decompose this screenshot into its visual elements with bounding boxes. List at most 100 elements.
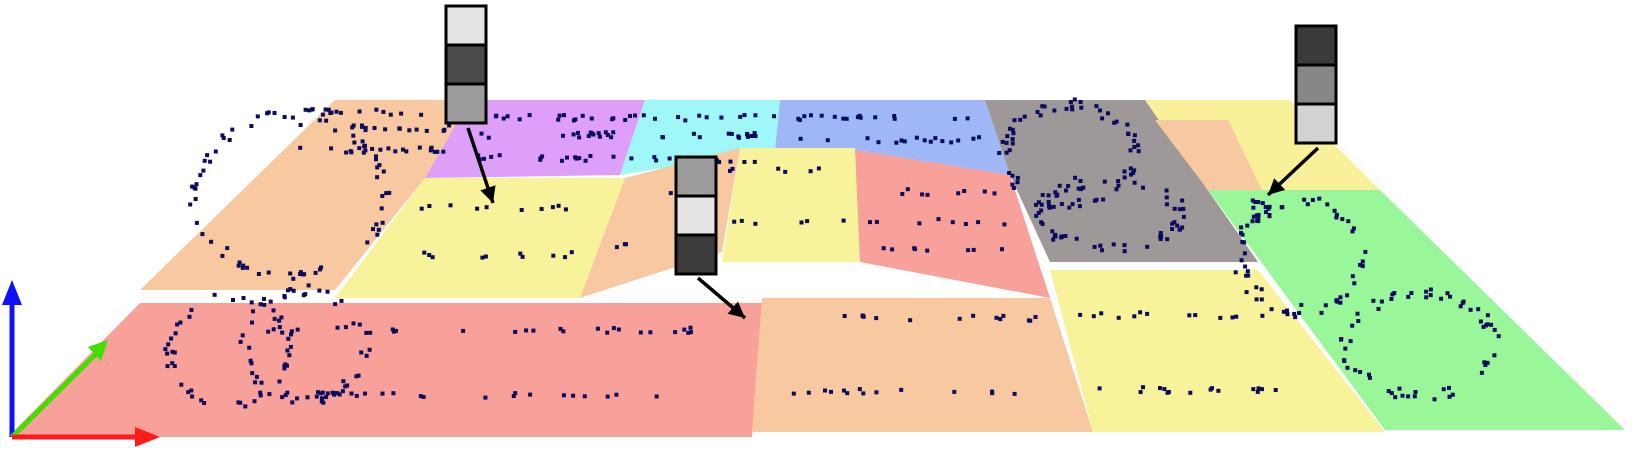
point	[892, 114, 897, 118]
point	[1355, 311, 1360, 316]
arrow-left-head-icon	[480, 185, 496, 203]
point	[540, 154, 545, 159]
point	[908, 318, 913, 323]
point	[329, 110, 334, 115]
point	[372, 126, 377, 130]
point	[605, 394, 610, 399]
x-axis-arrowhead-icon	[135, 427, 160, 447]
point	[316, 390, 320, 395]
point	[480, 255, 485, 260]
point	[1078, 179, 1083, 183]
point	[1078, 312, 1083, 317]
point	[357, 146, 362, 151]
point	[279, 315, 284, 320]
point	[1170, 227, 1175, 231]
point	[1040, 221, 1045, 226]
point	[1479, 370, 1484, 375]
point	[333, 391, 337, 396]
point	[371, 227, 375, 232]
point	[745, 132, 750, 137]
point	[1254, 285, 1259, 290]
point	[359, 350, 364, 355]
point	[1485, 313, 1490, 318]
point	[799, 220, 804, 225]
point	[1101, 197, 1106, 202]
point	[791, 391, 796, 396]
point	[301, 272, 306, 277]
point	[1310, 198, 1315, 202]
point	[397, 126, 402, 131]
point	[424, 128, 429, 133]
point	[1011, 131, 1016, 136]
point	[189, 307, 194, 312]
point	[1348, 339, 1353, 344]
point	[286, 336, 291, 341]
point	[971, 313, 976, 318]
point	[595, 326, 600, 331]
point	[259, 380, 264, 385]
point	[1012, 391, 1017, 396]
point	[1132, 145, 1137, 149]
point	[285, 348, 290, 353]
point	[1358, 262, 1363, 267]
point	[633, 113, 637, 118]
point	[1343, 346, 1348, 351]
point	[971, 136, 976, 141]
point	[258, 302, 263, 307]
point	[753, 134, 758, 139]
point	[324, 395, 329, 400]
point	[1165, 237, 1170, 242]
point	[335, 391, 340, 396]
point	[165, 351, 170, 356]
point	[388, 112, 393, 117]
point	[1208, 387, 1213, 392]
point	[1299, 302, 1304, 307]
point	[676, 115, 681, 120]
point	[1358, 370, 1363, 374]
point	[728, 159, 733, 164]
y-axis-arrowhead-icon	[88, 340, 108, 361]
point	[949, 140, 954, 145]
point	[511, 394, 516, 398]
point	[551, 253, 556, 258]
point	[982, 189, 987, 194]
y-axis-icon	[10, 350, 100, 439]
marker-right	[1294, 24, 1338, 145]
point	[1350, 274, 1355, 279]
point	[890, 247, 895, 252]
point	[1177, 227, 1182, 232]
point	[730, 166, 735, 171]
point	[361, 150, 366, 155]
point	[753, 221, 758, 226]
point	[340, 389, 345, 394]
point	[844, 116, 849, 121]
point	[271, 308, 276, 313]
point	[360, 139, 365, 144]
point	[1325, 202, 1330, 207]
point	[1245, 269, 1250, 274]
point	[166, 342, 171, 347]
point	[1293, 315, 1298, 320]
point	[272, 111, 277, 115]
point	[1246, 273, 1251, 278]
point	[550, 205, 555, 210]
point	[1267, 204, 1272, 209]
point	[1116, 179, 1121, 184]
point	[288, 344, 293, 349]
point	[1128, 166, 1133, 171]
point	[1172, 220, 1177, 225]
point	[1239, 225, 1244, 230]
point	[163, 347, 168, 352]
point	[729, 131, 734, 136]
point	[325, 289, 330, 294]
point	[422, 250, 427, 255]
point	[1068, 100, 1073, 104]
point	[628, 114, 632, 118]
point	[1256, 386, 1261, 391]
marker-center-segment-bottom	[674, 233, 718, 276]
point	[289, 329, 294, 334]
point	[362, 144, 367, 149]
point	[277, 379, 282, 384]
point	[805, 219, 810, 224]
point	[310, 107, 315, 112]
